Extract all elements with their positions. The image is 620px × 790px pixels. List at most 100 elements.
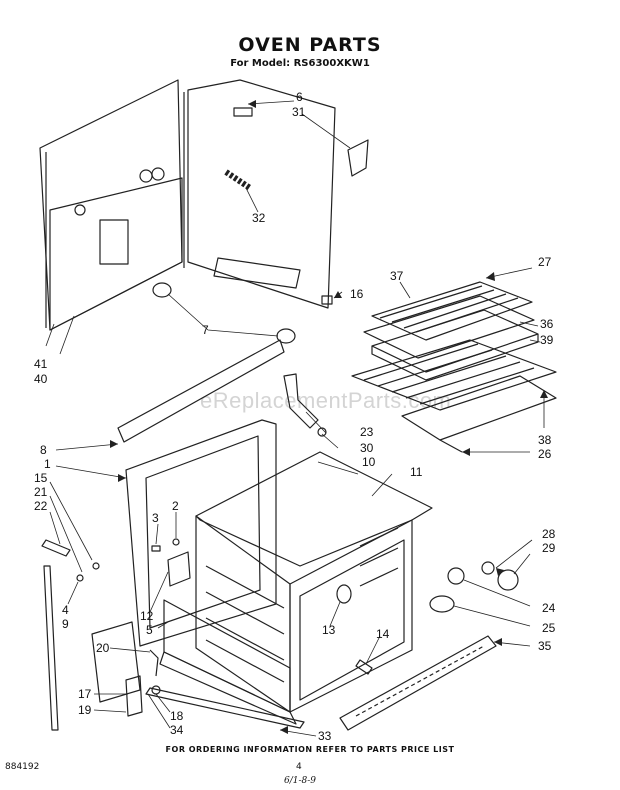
front-frame-opening: [145, 435, 261, 629]
leader-line: [45, 323, 55, 347]
leader-line: [59, 315, 75, 355]
arrowhead: [462, 448, 470, 456]
arrowhead: [110, 440, 118, 448]
ordering-note: FOR ORDERING INFORMATION REFER TO PARTS …: [165, 745, 455, 754]
leader-line: [371, 473, 393, 497]
leader-line: [109, 647, 151, 653]
callout-34: 34: [170, 723, 184, 737]
arrowhead: [540, 390, 548, 398]
callout-22: 22: [34, 499, 48, 513]
leader-line: [55, 465, 127, 479]
switch-component: [41, 539, 71, 557]
panel-cutout: [99, 219, 129, 265]
leader-line: [317, 461, 359, 475]
leader-line: [147, 693, 171, 729]
leader-line: [529, 339, 541, 343]
callout-labels: 6 31 32 27 16 37 36 39 7 41 40 38 26 23 …: [34, 90, 556, 743]
callout-11: 11: [410, 465, 423, 479]
leader-line: [49, 481, 93, 561]
callout-27: 27: [538, 255, 552, 269]
callout-5: 5: [146, 623, 153, 637]
light-lens: [481, 561, 495, 575]
leader-line: [49, 495, 83, 573]
leader-line: [495, 539, 533, 569]
bake-element-terminal: [439, 439, 463, 453]
latch-arm: [125, 675, 143, 717]
leader-line: [49, 511, 61, 545]
panel-slot: [233, 107, 253, 117]
callout-40: 40: [34, 372, 48, 386]
leader-line: [245, 187, 259, 213]
callout-16: 16: [350, 287, 364, 301]
page-number: 4: [296, 762, 302, 772]
rack-supports: [205, 565, 285, 683]
callout-32: 32: [252, 211, 266, 225]
leader-line: [155, 523, 159, 545]
arrowhead: [248, 100, 256, 108]
leader-line: [93, 709, 127, 713]
leader-line: [321, 433, 339, 449]
rack-guides: [359, 527, 399, 587]
screw: [92, 562, 100, 570]
callout-35: 35: [538, 639, 552, 653]
rear-insulation-panel: [39, 79, 183, 331]
callout-9: 9: [62, 617, 69, 631]
callout-15: 15: [34, 471, 48, 485]
leader-line: [67, 581, 79, 605]
callout-13: 13: [322, 623, 336, 637]
arrowhead: [118, 474, 126, 482]
broiler-grid: [363, 295, 535, 359]
callout-6: 6: [296, 90, 303, 104]
callout-2: 2: [172, 499, 179, 513]
oven-rack-wires: [363, 343, 535, 405]
model-subtitle: For Model: RS6300XKW1: [230, 58, 370, 69]
callout-19: 19: [78, 703, 92, 717]
callout-23: 23: [360, 425, 374, 439]
panel-hole: [74, 204, 86, 216]
arrowhead: [496, 568, 504, 576]
oven-back-panel: [187, 79, 336, 309]
callout-36: 36: [540, 317, 554, 331]
date-code: 6/1-8-9: [284, 776, 317, 786]
light-socket: [447, 567, 465, 585]
callout-29: 29: [542, 541, 556, 555]
callout-17: 17: [78, 687, 92, 701]
broiler-pan-side: [371, 334, 539, 381]
callout-20: 20: [96, 641, 110, 655]
arrowhead: [486, 272, 495, 281]
arrowhead: [280, 726, 288, 734]
callout-38: 38: [538, 433, 552, 447]
leader-line: [463, 579, 531, 607]
callout-4: 4: [62, 603, 69, 617]
broil-element: [371, 281, 533, 341]
page-title: OVEN PARTS: [238, 34, 382, 56]
screw: [172, 538, 180, 546]
callout-30: 30: [360, 441, 374, 455]
callout-39: 39: [540, 333, 554, 347]
mounting-bracket: [347, 139, 369, 177]
callout-14: 14: [376, 627, 390, 641]
clip: [151, 545, 161, 552]
screw: [76, 574, 84, 582]
callout-26: 26: [538, 447, 552, 461]
rubber-bumper: [152, 282, 172, 298]
door-latch-bracket: [91, 621, 141, 703]
callout-33: 33: [318, 729, 332, 743]
oven-front-frame: [125, 419, 277, 647]
oven-liner-front: [289, 519, 413, 713]
leader-line: [149, 571, 169, 613]
rear-panel-lower-section: [49, 177, 183, 331]
leader-line: [155, 693, 171, 713]
oven-liner-opening: [299, 539, 405, 701]
panel-hole: [139, 169, 153, 183]
vent-duct: [213, 257, 301, 289]
broil-element-coil: [379, 285, 519, 333]
bake-element: [401, 375, 557, 441]
leader-line: [157, 621, 169, 629]
mounting-bracket-lower: [167, 551, 191, 587]
callout-28: 28: [542, 527, 556, 541]
latch-spring: [149, 649, 159, 677]
floor-plate: [145, 687, 305, 729]
light-gasket: [429, 595, 455, 613]
